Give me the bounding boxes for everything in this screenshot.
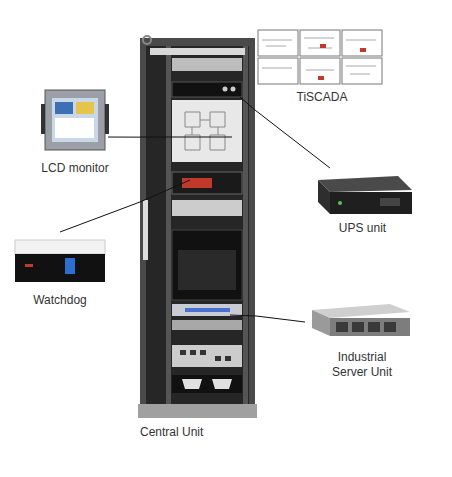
bottom-unit <box>172 375 242 393</box>
ups-side <box>318 180 330 214</box>
monitor-window <box>76 102 94 114</box>
rack-rail <box>166 46 171 404</box>
server-side <box>312 310 330 336</box>
component-label: Central Unit <box>140 425 280 440</box>
monitor-screen <box>52 98 98 142</box>
leader-line <box>60 202 140 232</box>
drawer-front <box>178 250 236 290</box>
ups-display <box>380 198 400 206</box>
rack-cabinet <box>138 36 257 418</box>
watchdog-display <box>182 178 212 188</box>
ups-button <box>231 87 236 92</box>
ups-image <box>318 176 412 214</box>
cabinet-interior <box>146 46 249 404</box>
screen <box>342 30 382 56</box>
ups-panel <box>172 82 242 97</box>
watchdog-button <box>65 258 75 274</box>
server-panel <box>172 320 242 330</box>
ups-top <box>318 176 412 192</box>
server-front <box>330 318 410 336</box>
switch-panel <box>172 345 242 367</box>
monitor-bezel <box>45 90 105 150</box>
ups-led <box>338 201 342 205</box>
ups-front <box>330 192 412 214</box>
watchdog-led <box>25 264 33 267</box>
component-node: Central Unit <box>140 38 255 415</box>
bottom-unit-detail <box>182 379 232 389</box>
leader-line <box>140 97 255 316</box>
component-label: UPS unit <box>305 221 420 236</box>
server-stripe <box>185 308 230 312</box>
screen-content <box>262 38 376 74</box>
leader-line <box>255 316 305 322</box>
component-label: Industrial Server Unit <box>322 350 402 380</box>
component-node: Watchdog <box>10 232 110 308</box>
door-handle <box>143 200 148 260</box>
component-label: LCD monitor <box>30 161 120 176</box>
top-strip <box>150 48 245 55</box>
eye-bolt <box>143 36 151 44</box>
watchdog-top <box>15 240 105 254</box>
watchdog-image <box>15 240 105 282</box>
server-panel <box>172 304 242 316</box>
scada-screens <box>258 30 382 84</box>
monitor-handle <box>41 104 45 134</box>
component-label: TiSCADA <box>256 90 388 105</box>
lcd-schematic <box>185 112 225 150</box>
server-image <box>312 304 410 336</box>
switch-ports <box>180 350 231 361</box>
cabinet-base <box>138 404 257 418</box>
ups-button <box>223 87 228 92</box>
server-bays <box>336 322 396 332</box>
cabinet-frame <box>140 38 255 410</box>
screen <box>342 58 382 84</box>
blank-panel <box>172 200 242 216</box>
screen-alarm <box>318 44 366 80</box>
monitor-window <box>55 102 73 114</box>
screen <box>258 58 298 84</box>
patch-panel <box>172 58 242 71</box>
monitor-handle <box>105 104 109 134</box>
screen <box>300 30 340 56</box>
server-top <box>312 304 410 318</box>
component-node: Industrial Server Unit <box>305 300 420 380</box>
leader-line <box>108 137 140 138</box>
component-label: Watchdog <box>10 293 110 308</box>
component-node: UPS unit <box>305 168 420 236</box>
lcd-monitor-image <box>41 90 109 150</box>
component-node: TiSCADA <box>256 25 388 105</box>
leader-line <box>255 110 330 168</box>
screen <box>258 30 298 56</box>
component-node: LCD monitor <box>38 88 108 176</box>
drawer-unit <box>172 230 242 300</box>
watchdog-front <box>15 254 105 282</box>
lcd-panel <box>172 100 242 162</box>
screen <box>300 58 340 84</box>
monitor-window <box>55 118 94 138</box>
